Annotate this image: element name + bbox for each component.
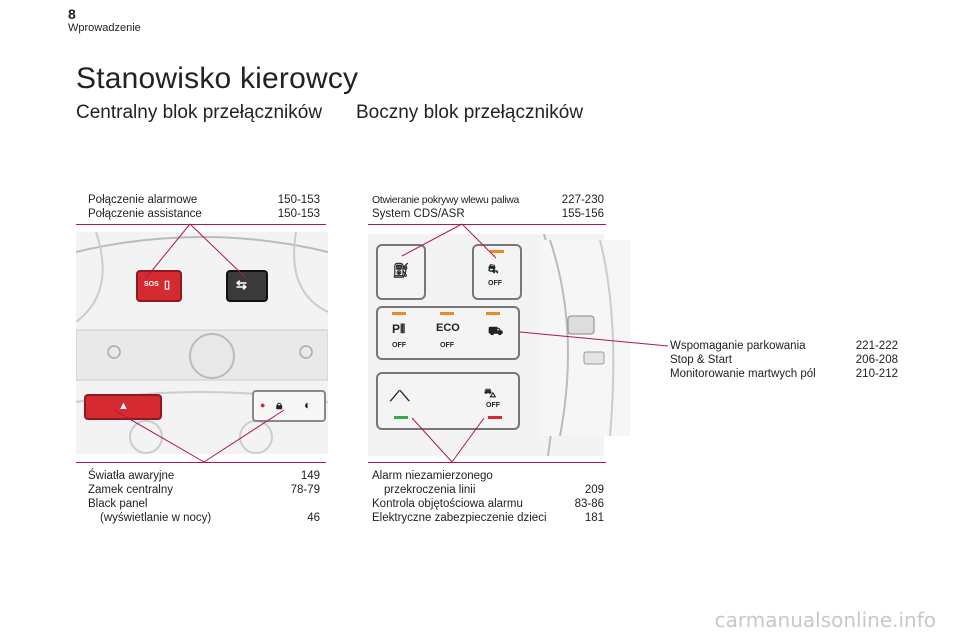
ref-row: (wyświetlanie w nocy) 46 <box>88 511 320 525</box>
divider-rule <box>368 224 606 225</box>
chapter-name: Wprowadzenie <box>68 22 141 34</box>
eco-label[interactable]: ECO <box>436 322 460 334</box>
ref-label: (wyświetlanie w nocy) <box>100 512 212 524</box>
park-eco-blindspot-panel: P⦀ OFF ECO OFF ⛟ <box>376 306 520 360</box>
off-label: OFF <box>486 402 500 409</box>
page-number: 8 <box>68 6 76 22</box>
ref-pages: 210-212 <box>855 368 898 380</box>
led-orange <box>486 312 500 315</box>
lock-icon: 🔒︎ <box>276 398 283 412</box>
divider-rule <box>76 462 326 463</box>
ref-pages: 150-153 <box>277 208 320 220</box>
ref-label: Wspomaganie parkowania <box>670 340 806 352</box>
ref-pages: 155-156 <box>561 208 604 220</box>
lock-and-night-panel-switch[interactable]: ● 🔒︎ ◐ <box>252 390 326 422</box>
ref-pages: 221-222 <box>855 340 898 352</box>
ref-label: Elektryczne zabezpieczenie dzieci <box>372 512 547 524</box>
off-label: OFF <box>440 342 454 349</box>
park-assist-icon[interactable]: P⦀ <box>392 322 406 336</box>
ref-label: Black panel <box>88 498 148 510</box>
ref-label: Połączenie alarmowe <box>88 194 198 206</box>
central-switch-block-image: SOS ▯ ⇆ ▲ ● 🔒︎ ◐ <box>76 232 328 454</box>
traction-icon: ⛐ <box>488 262 499 276</box>
fuel-flap-icon: ⛽︎ <box>392 262 410 278</box>
subtitle-side-block: Boczny blok przełączników <box>356 102 584 123</box>
assistance-icon: ⇆ <box>236 277 247 292</box>
night-panel-icon: ◐ <box>304 398 312 412</box>
ref-pages: 206-208 <box>855 354 898 366</box>
ref-row: System CDS/ASR 155-156 <box>372 207 604 221</box>
blind-spot-icon[interactable]: ⛟ <box>488 324 504 338</box>
led-red <box>488 416 502 419</box>
led-orange <box>392 312 406 315</box>
off-label: OFF <box>392 342 406 349</box>
ref-label: Otwieranie pokrywy wlewu paliwa <box>372 194 520 206</box>
ref-row: Połączenie assistance 150-153 <box>88 207 320 221</box>
ref-label: Zamek centralny <box>88 484 174 496</box>
ref-pages: 209 <box>584 484 604 496</box>
ref-row: Elektryczne zabezpieczenie dzieci 181 <box>372 511 604 525</box>
ref-row: Monitorowanie martwych pól 210-212 <box>670 367 898 381</box>
steering-side-image <box>540 240 630 436</box>
ref-row: Black panel <box>88 497 320 511</box>
ref-pages: 150-153 <box>277 194 320 206</box>
off-label: OFF <box>488 280 502 287</box>
ref-row: Otwieranie pokrywy wlewu paliwa 227-230 <box>372 193 604 207</box>
ref-label: System CDS/ASR <box>372 208 465 220</box>
ref-list-top-left: Połączenie alarmowe 150-153 Połączenie as… <box>88 193 320 221</box>
ref-label: przekroczenia linii <box>384 484 476 496</box>
phone-icon: ▯ <box>164 279 171 291</box>
ref-pages: 227-230 <box>561 194 604 206</box>
ref-label: Światła awaryjne <box>88 470 175 482</box>
sos-button[interactable]: SOS ▯ <box>136 270 182 302</box>
ref-row: Zamek centralny 78-79 <box>88 483 320 497</box>
assistance-button[interactable]: ⇆ <box>226 270 268 302</box>
ref-row: Światła awaryjne 149 <box>88 469 320 483</box>
subtitle-central-block: Centralny blok przełączników <box>76 102 323 123</box>
ref-pages: 83-86 <box>574 498 604 510</box>
divider-rule <box>368 462 606 463</box>
warning-triangle-icon: ▲ <box>118 400 129 412</box>
ref-row: przekroczenia linii 209 <box>372 483 604 497</box>
lane-alarm-panel: ⟋⟍ ⛍ OFF <box>376 372 520 430</box>
led-green <box>394 416 408 419</box>
volumetric-alarm-icon[interactable]: ⛍ <box>484 386 497 400</box>
ref-row: Alarm niezamierzonego <box>372 469 604 483</box>
ref-row: Wspomaganie parkowania 221-222 <box>670 339 898 353</box>
led-orange <box>440 312 454 315</box>
ref-pages: 181 <box>584 512 604 524</box>
ref-list-top-right: Otwieranie pokrywy wlewu paliwa 227-230 S… <box>372 193 604 221</box>
watermark-footer: carmanualsonline.info <box>714 608 936 632</box>
ref-label: Monitorowanie martwych pól <box>670 368 816 380</box>
cds-asr-off-button[interactable]: ⛐ OFF <box>472 244 522 300</box>
ref-pages: 149 <box>300 470 320 482</box>
ref-row: Połączenie alarmowe 150-153 <box>88 193 320 207</box>
divider-rule <box>76 224 326 225</box>
fuel-flap-button[interactable]: ⛽︎ <box>376 244 426 300</box>
ref-list-right: Wspomaganie parkowania 221-222 Stop & Sta… <box>670 339 898 381</box>
led-indicator-icon: ● <box>260 400 266 410</box>
steering-outline-drawing <box>549 240 615 436</box>
ref-label: Alarm niezamierzonego <box>372 470 493 482</box>
ref-label: Stop & Start <box>670 354 733 366</box>
ref-label: Połączenie assistance <box>88 208 202 220</box>
ref-pages: 78-79 <box>290 484 320 496</box>
hazard-lights-button[interactable]: ▲ <box>84 394 162 420</box>
led-orange <box>490 250 504 253</box>
sos-label: SOS <box>144 281 159 288</box>
ref-row: Stop & Start 206-208 <box>670 353 898 367</box>
ref-label: Kontrola objętościowa alarmu <box>372 498 523 510</box>
ref-row: Kontrola objętościowa alarmu 83-86 <box>372 497 604 511</box>
ref-list-bottom-right: Alarm niezamierzonego przekroczenia lini… <box>372 469 604 525</box>
lane-departure-icon[interactable]: ⟋⟍ <box>390 388 410 404</box>
ref-list-bottom-left: Światła awaryjne 149 Zamek centralny 78-79… <box>88 469 320 525</box>
ref-pages: 46 <box>307 512 320 524</box>
page-title: Stanowisko kierowcy <box>76 62 359 95</box>
